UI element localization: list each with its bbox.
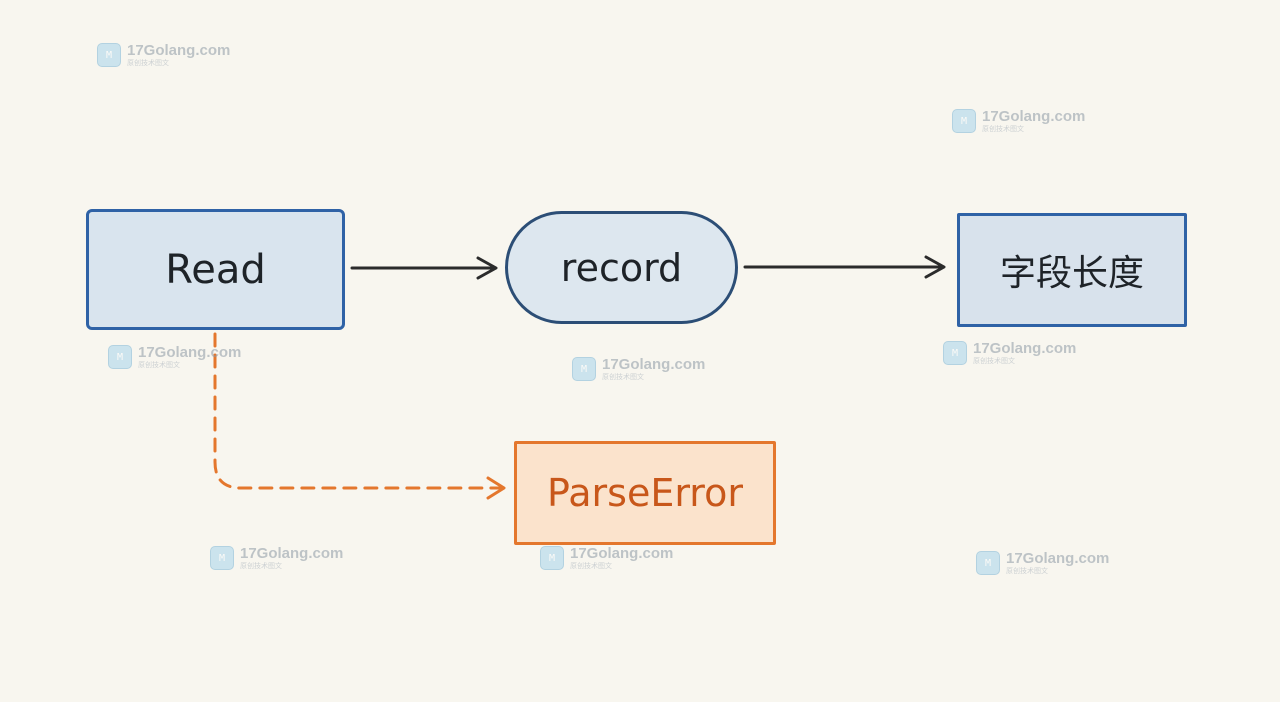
watermark-logo-icon: M xyxy=(108,345,132,369)
node-field-length: 字段长度 xyxy=(957,213,1187,327)
node-record-label: record xyxy=(560,245,683,290)
node-read-label: Read xyxy=(165,246,266,293)
node-read: Read xyxy=(86,209,345,330)
watermark-site: 17Golang.com xyxy=(973,340,1077,357)
arrow-read-to-parse-error xyxy=(213,332,506,500)
watermark-logo-icon: M xyxy=(952,109,976,133)
node-parse-error: ParseError xyxy=(514,441,776,545)
watermark-site: 17Golang.com xyxy=(138,344,242,361)
watermark-logo-icon: M xyxy=(976,551,1000,575)
arrow-read-to-record xyxy=(350,256,498,280)
watermark-logo-icon: M xyxy=(540,546,564,570)
watermark-site: 17Golang.com xyxy=(1006,550,1110,567)
node-record: record xyxy=(505,211,738,324)
watermark-site: 17Golang.com xyxy=(570,545,674,562)
arrow-record-to-field-length xyxy=(743,255,946,279)
watermark-tagline: 原创技术图文 xyxy=(127,59,169,67)
watermark-site: 17Golang.com xyxy=(240,545,344,562)
watermark-tagline: 原创技术图文 xyxy=(602,373,644,381)
watermark-logo-icon: M xyxy=(210,546,234,570)
node-field-length-label: 字段长度 xyxy=(999,253,1144,294)
watermark-logo-icon: M xyxy=(572,357,596,381)
watermark-tagline: 原创技术图文 xyxy=(1006,567,1048,575)
watermark-tagline: 原创技术图文 xyxy=(570,562,612,570)
node-parse-error-label: ParseError xyxy=(547,471,743,515)
watermark-tagline: 原创技术图文 xyxy=(973,357,1015,365)
watermark-logo-icon: M xyxy=(97,43,121,67)
watermark-site: 17Golang.com xyxy=(982,108,1086,125)
watermark-site: 17Golang.com xyxy=(602,356,706,373)
watermark-tagline: 原创技术图文 xyxy=(982,125,1024,133)
watermark-tagline: 原创技术图文 xyxy=(240,562,282,570)
watermark-logo-icon: M xyxy=(943,341,967,365)
watermark-site: 17Golang.com xyxy=(127,42,231,59)
watermark-tagline: 原创技术图文 xyxy=(138,361,180,369)
